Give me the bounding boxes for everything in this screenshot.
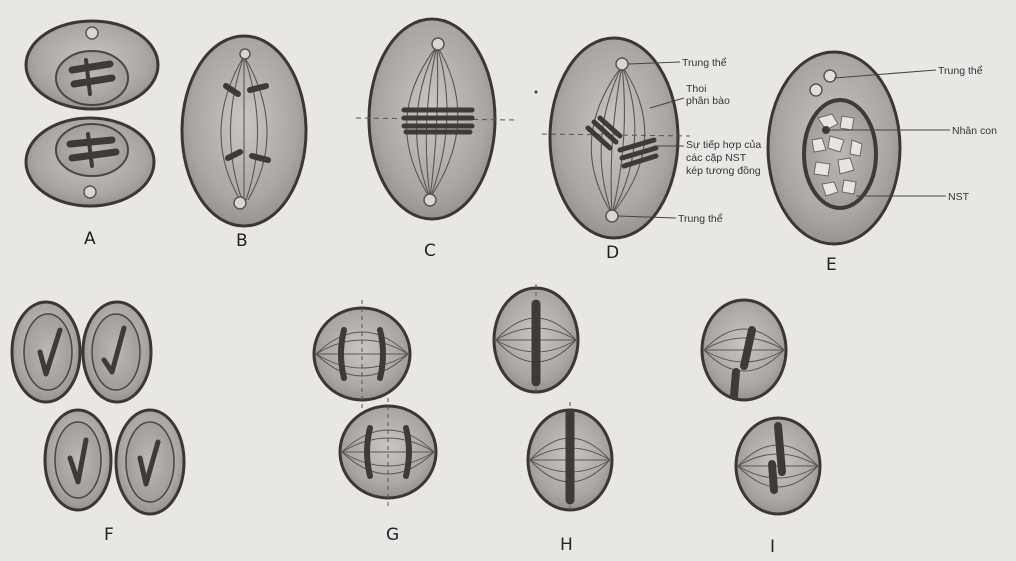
centrosome-a-top: [86, 27, 98, 39]
panel-label-a: A: [84, 229, 96, 249]
label-e-nucleolus: Nhân con: [952, 125, 997, 137]
panel-d-cell: [542, 38, 690, 238]
panel-b-cell: [182, 36, 306, 226]
panel-f-cells: [12, 302, 184, 514]
label-e-centrosome: Trung thể: [938, 65, 983, 77]
panel-label-b: B: [236, 231, 248, 251]
panel-g-cells: [314, 300, 436, 506]
centrosome-b-bottom: [234, 197, 246, 209]
panel-label-i: I: [770, 537, 775, 557]
centrosome-a-bottom: [84, 186, 96, 198]
centrosome-b-top: [240, 49, 250, 59]
nucleus-f-1: [24, 314, 72, 390]
centrosome-d-top: [616, 58, 628, 70]
stray-dot: [535, 91, 538, 94]
panel-i-cells: [702, 300, 820, 514]
label-e-chromosome: NST: [948, 191, 970, 203]
centrosome-c-top: [432, 38, 444, 50]
panel-label-c: C: [424, 241, 436, 261]
label-d-pairing-line1: Sự tiếp hợp của: [686, 139, 761, 151]
centrosome-e-1: [810, 84, 822, 96]
nucleus-f-3: [55, 422, 101, 498]
label-d-centrosome-bottom: Trung thể: [678, 213, 723, 225]
panel-label-d: D: [606, 243, 619, 263]
panel-label-f: F: [104, 525, 114, 545]
label-d-spindle-line2: phân bào: [686, 95, 730, 107]
panel-c-cell: [356, 19, 514, 219]
label-d-centrosome-top: Trung thể: [682, 57, 727, 69]
nucleolus-e: [822, 126, 830, 134]
label-d-spindle-line1: Thoi: [686, 83, 706, 95]
panel-label-h: H: [560, 535, 573, 555]
panel-a-cells: [26, 21, 158, 206]
label-d-pairing-line2: các cặp NST: [686, 152, 747, 164]
centrosome-e-2: [824, 70, 836, 82]
centrosome-d-bottom: [606, 210, 618, 222]
panel-label-e: E: [826, 255, 837, 275]
panel-e-cell: [768, 52, 900, 244]
panel-label-g: G: [386, 525, 399, 545]
label-d-pairing-line3: kép tương đồng: [686, 165, 761, 177]
centrosome-c-bottom: [424, 194, 436, 206]
nucleus-e: [804, 100, 876, 208]
panel-h-cells: [494, 284, 612, 514]
